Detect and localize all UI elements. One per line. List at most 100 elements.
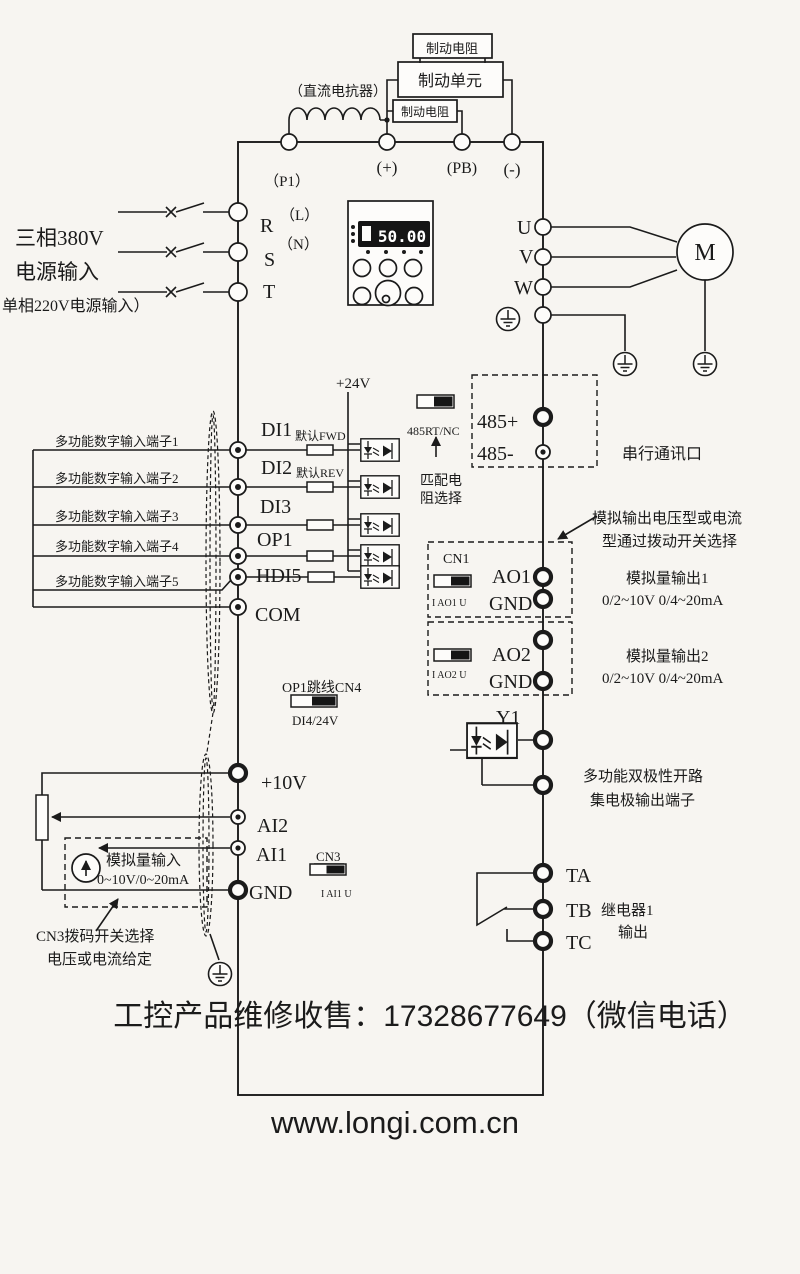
terminal-t-label: T: [263, 281, 275, 303]
power-input-label-3: 单相220V电源输入）: [2, 297, 150, 315]
terminal-p1: [280, 133, 298, 151]
terminal-ao2: [532, 629, 554, 651]
terminal-485-plus: [532, 406, 554, 428]
terminal-485-plus-label: 485+: [477, 411, 518, 433]
cn1-ao1-box: [427, 541, 573, 618]
analog-output1-range: 0/2~10V 0/4~20mA: [602, 593, 724, 609]
terminal-di3-label: DI3: [260, 496, 291, 518]
dip-switch-cn1[interactable]: [433, 574, 472, 588]
analog-input-box-label-2: 0~10V/0~20mA: [97, 873, 190, 888]
y1-desc-2: 集电极输出端子: [590, 792, 695, 809]
terminal-w: [534, 278, 552, 296]
terminal-ta-label: TA: [566, 865, 592, 887]
match-resistor-note-2: 阻选择: [420, 491, 462, 507]
terminal-tc: [532, 930, 554, 952]
footer-website-link[interactable]: www.longi.com.cn: [270, 1105, 519, 1140]
ao2-switch-scale: I AO2 U: [432, 670, 467, 681]
terminal-pb: [453, 133, 471, 151]
keypad-display-indicator: [362, 226, 371, 241]
cn1-label: CN1: [443, 552, 469, 567]
brake-resistor-top-label: 制动电阻: [426, 41, 478, 56]
485rt-switch-label: 485RT/NC: [407, 424, 460, 438]
dip-switch-cn3[interactable]: [309, 863, 347, 876]
motor-symbol: [676, 223, 734, 281]
ao2-box: [427, 621, 573, 696]
shielded-cable-loop-analog: [198, 753, 214, 937]
terminal-ta: [532, 862, 554, 884]
brake-unit-label: 制动单元: [418, 72, 482, 90]
optocoupler-icon: [360, 565, 400, 589]
dip-switch-ao2[interactable]: [433, 648, 472, 662]
terminal-10v-label: +10V: [261, 772, 307, 794]
circuit-wires: [32, 58, 706, 961]
terminal-di1: [229, 441, 247, 459]
terminal-u: [534, 218, 552, 236]
terminal-u-label: U: [517, 217, 532, 239]
terminal-hdi5-label: HDI5: [256, 565, 302, 587]
di1-default-note: 默认FWD: [295, 428, 346, 443]
di-input-label-1: 多功能数字输入端子1: [55, 434, 179, 449]
dc-reactor-coil: [288, 107, 381, 121]
analog-output-note-2: 型通过拨动开关选择: [602, 533, 737, 550]
cn3-note-arrow: [95, 898, 119, 932]
optocoupler-icon: [360, 513, 400, 537]
terminal-v: [534, 248, 552, 266]
terminal-gnd-ao1: [532, 588, 554, 610]
relay-desc-1: 继电器1: [601, 902, 654, 919]
junction-dot: [384, 117, 390, 123]
shielded-cable-loop-digital: [205, 410, 221, 714]
terminal-di2: [229, 478, 247, 496]
terminal-ai2: [230, 809, 246, 825]
cn3-note-2: 电压或电流给定: [47, 951, 152, 968]
keypad-display: [358, 221, 430, 247]
serial-port-label: 串行通讯口: [622, 445, 702, 463]
y1-desc-1: 多功能双极性开路: [583, 768, 703, 785]
cn3-label: CN3: [316, 849, 341, 864]
keypad-buttons[interactable]: [352, 258, 424, 307]
terminal-s-label: S: [264, 249, 275, 271]
ground-icon: [692, 351, 718, 377]
footer-contact-text: 工控产品维修收售：17328677649（微信电话）: [113, 1000, 747, 1033]
terminal-l-label: （L）: [280, 207, 319, 224]
analog-output-note-1: 模拟输出电压型或电流: [592, 510, 742, 527]
dip-switch-485[interactable]: [416, 394, 455, 409]
di-input-label-3: 多功能数字输入端子3: [55, 509, 179, 524]
dc-reactor-label: （直流电抗器）: [289, 83, 387, 100]
terminals-dot: [229, 441, 551, 856]
terminal-op1-label: OP1: [257, 529, 293, 551]
terminal-w-label: W: [514, 277, 533, 299]
terminal-gnd-ai-label: GND: [249, 882, 292, 904]
terminal-gnd-ao2: [532, 670, 554, 692]
terminal-tb: [532, 898, 554, 920]
terminal-hdi5: [229, 568, 247, 586]
terminal-r-label: R: [260, 215, 274, 237]
brake-resistor-top-box: [412, 33, 493, 59]
terminal-com: [229, 598, 247, 616]
terminals-open: [228, 133, 552, 324]
terminal-10v: [227, 762, 249, 784]
analog-input-box: [64, 837, 208, 908]
terminal-plus-label: (+): [377, 158, 398, 177]
terminal-gnd-ao2-label: GND: [489, 671, 532, 693]
optocoupler-icon: [360, 475, 400, 499]
terminal-gnd-ai: [227, 879, 249, 901]
analog-output1-desc: 模拟量输出1: [626, 570, 709, 587]
shielded-cable-loop-analog-inner: [202, 757, 210, 933]
di-input-label-2: 多功能数字输入端子2: [55, 471, 179, 486]
di-input-label-4: 多功能数字输入端子4: [55, 539, 179, 554]
terminal-n-label: （N）: [278, 236, 319, 253]
op1-jumper-sub-label: DI4/24V: [292, 713, 339, 728]
optocoupler-icon: [360, 438, 400, 462]
match-resistor-note-1: 匹配电: [420, 473, 462, 489]
terminal-di2-label: DI2: [261, 457, 292, 479]
terminal-plus: [378, 133, 396, 151]
terminal-t: [228, 282, 248, 302]
terminal-tc-label: TC: [566, 932, 592, 954]
terminal-y1-a: [532, 729, 554, 751]
analog-output2-range: 0/2~10V 0/4~20mA: [602, 671, 724, 687]
terminal-y1-b: [532, 774, 554, 796]
dip-switch-op1-cn4[interactable]: [290, 694, 338, 708]
